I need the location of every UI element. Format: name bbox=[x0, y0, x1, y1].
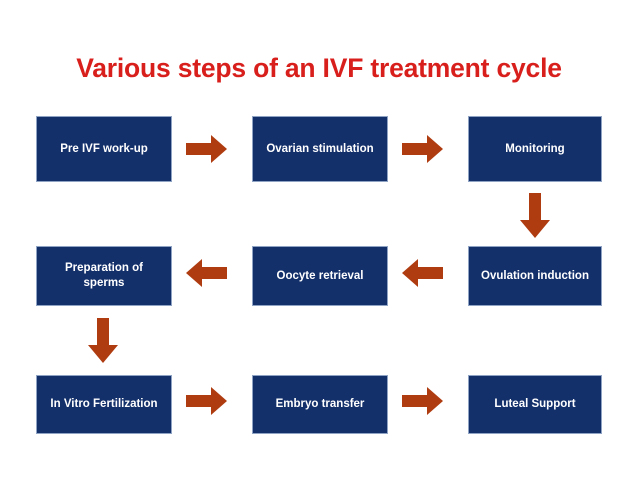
arrow-right-icon bbox=[186, 386, 228, 416]
arrow-left-icon bbox=[186, 258, 228, 288]
node-label-line-1: Preparation of bbox=[65, 262, 143, 274]
arrow-left-icon bbox=[402, 258, 444, 288]
arrow-right-icon bbox=[186, 134, 228, 164]
node-label: Oocyte retrieval bbox=[276, 269, 364, 282]
node-label-group: Preparation of sperms bbox=[65, 261, 143, 291]
node-ovarian-stimulation[interactable]: Ovarian stimulation bbox=[252, 116, 388, 182]
arrow-right-icon bbox=[402, 386, 444, 416]
node-label: Pre IVF work-up bbox=[60, 142, 148, 155]
node-label-line-2: sperms bbox=[83, 277, 125, 289]
node-oocyte-retrieval[interactable]: Oocyte retrieval bbox=[252, 246, 388, 306]
arrow-down-icon bbox=[518, 193, 552, 239]
node-ovulation-induction[interactable]: Ovulation induction bbox=[468, 246, 602, 306]
node-monitoring[interactable]: Monitoring bbox=[468, 116, 602, 182]
node-label: Ovarian stimulation bbox=[266, 142, 374, 155]
node-label: Ovulation induction bbox=[481, 269, 589, 282]
node-pre-ivf-work-up[interactable]: Pre IVF work-up bbox=[36, 116, 172, 182]
node-label: Monitoring bbox=[505, 142, 565, 155]
node-embryo-transfer[interactable]: Embryo transfer bbox=[252, 375, 388, 434]
arrow-down-icon bbox=[86, 318, 120, 364]
page-title: Various steps of an IVF treatment cycle bbox=[76, 53, 562, 83]
node-label: Luteal Support bbox=[494, 398, 576, 410]
node-label: Embryo transfer bbox=[275, 398, 365, 410]
arrow-right-icon bbox=[402, 134, 444, 164]
node-preparation-of-sperms[interactable]: Preparation of sperms bbox=[36, 246, 172, 306]
node-label: In Vitro Fertilization bbox=[50, 398, 158, 410]
node-luteal-support[interactable]: Luteal Support bbox=[468, 375, 602, 434]
node-in-vitro-fertilization[interactable]: In Vitro Fertilization bbox=[36, 375, 172, 434]
